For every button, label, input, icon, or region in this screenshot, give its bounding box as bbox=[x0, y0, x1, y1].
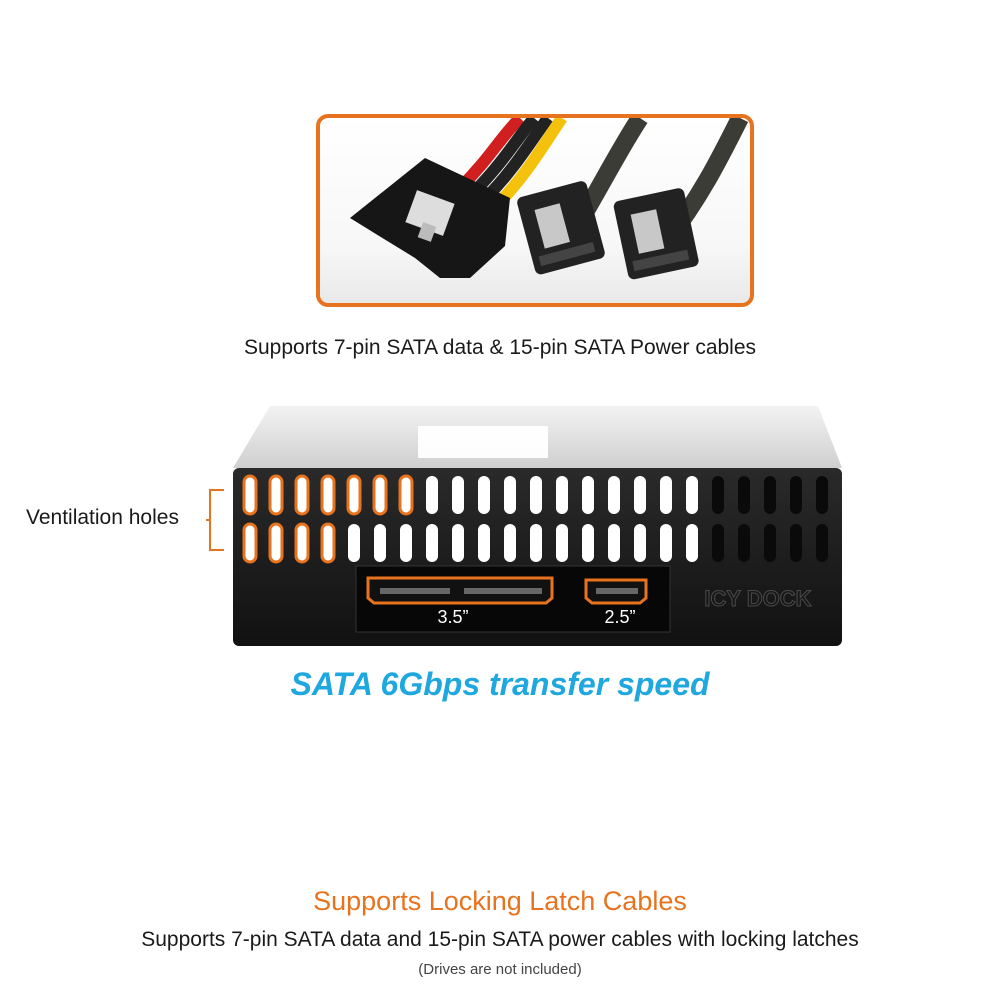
sata-cables-illustration bbox=[350, 118, 749, 280]
sata-port-2-5 bbox=[584, 578, 648, 605]
transfer-speed-heading: SATA 6Gbps transfer speed bbox=[290, 666, 710, 702]
vent-holes-row-1 bbox=[242, 474, 828, 516]
ventilation-holes-label: Ventilation holes bbox=[26, 506, 179, 529]
port-label-2-5: 2.5” bbox=[604, 607, 635, 627]
brand-logo: ICY DOCK bbox=[704, 586, 811, 611]
sata-port-3-5 bbox=[366, 576, 554, 605]
sata-data-connector-1 bbox=[517, 181, 605, 275]
drive-bay-enclosure: 3.5” 2.5” ICY DOCK bbox=[233, 406, 842, 646]
port-label-3-5: 3.5” bbox=[437, 607, 468, 627]
sata-data-connector-2 bbox=[613, 188, 699, 280]
cable-photo-panel bbox=[316, 114, 754, 307]
cable-caption: Supports 7-pin SATA data & 15-pin SATA P… bbox=[243, 336, 757, 359]
sata-power-connector bbox=[350, 158, 510, 278]
vent-holes-row-2 bbox=[242, 522, 828, 564]
locking-latch-description: Supports 7-pin SATA data and 15-pin SATA… bbox=[141, 928, 859, 951]
locking-latch-title: Supports Locking Latch Cables bbox=[313, 886, 687, 916]
drives-not-included-note: (Drives are not included) bbox=[418, 961, 582, 978]
vent-bracket-icon bbox=[206, 489, 224, 551]
